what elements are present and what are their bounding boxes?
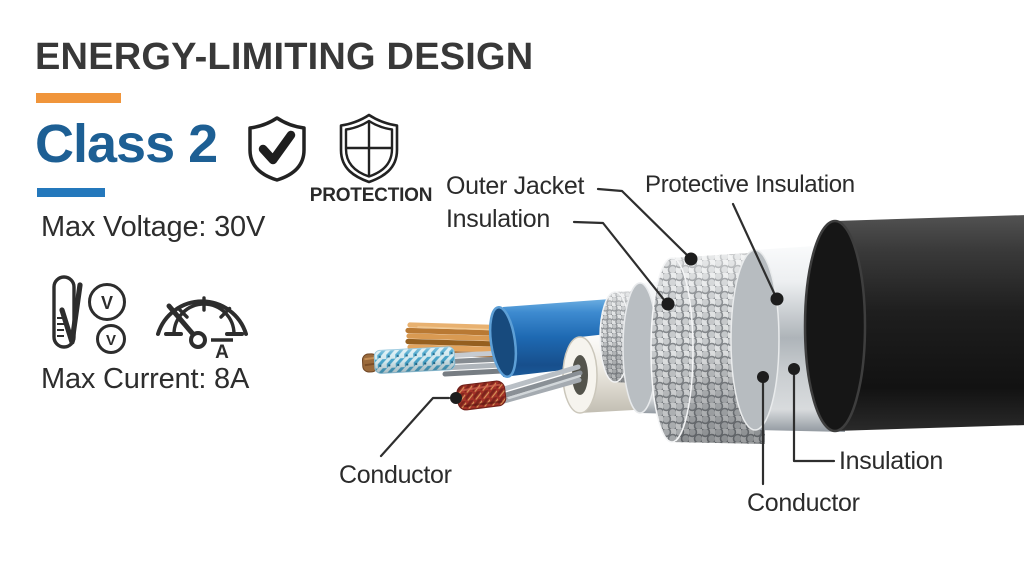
- max-current-text: Max Current: 8A: [41, 363, 250, 395]
- ammeter-letter: A: [215, 342, 229, 360]
- page-title: ENERGY-LIMITING DESIGN: [35, 36, 534, 78]
- thermometer-check-icon: [52, 275, 83, 349]
- label-outer-jacket-line2: Insulation: [446, 205, 551, 233]
- protection-label: PROTECTION: [309, 185, 433, 206]
- max-voltage-text: Max Voltage: 30V: [41, 211, 266, 243]
- shield-cross-icon: [339, 113, 399, 184]
- dot-conductor-right: [757, 371, 769, 383]
- label-conductor-right: Conductor: [747, 489, 860, 517]
- red-conductor: [456, 380, 507, 411]
- cable-cutaway-diagram: [361, 187, 1024, 486]
- label-outer-jacket-line1: Outer Jacket: [446, 172, 585, 200]
- dot-conductor-left: [450, 392, 462, 404]
- dot-outer-jacket: [684, 252, 698, 266]
- shield-check-icon: [248, 116, 306, 182]
- leader-conductor-left: [379, 396, 451, 458]
- voltmeter-icon: V V: [88, 283, 126, 354]
- black-jacket: [803, 215, 1024, 433]
- class-2-label: Class 2: [35, 114, 218, 174]
- ammeter-gauge-icon: A: [156, 296, 248, 360]
- leader-outer-jacket: [596, 187, 690, 258]
- class-2-underline: [37, 188, 105, 197]
- dot-insulation-left: [661, 297, 675, 311]
- label-outer-jacket-insulation: Outer Jacket Insulation: [446, 170, 584, 236]
- leader-insulation-left: [572, 220, 667, 303]
- title-accent-bar: [36, 93, 121, 103]
- voltmeter-letter-small: V: [106, 332, 116, 349]
- tinned-strands-lower: [501, 364, 583, 404]
- dot-protective-insulation: [770, 292, 784, 306]
- label-insulation-right: Insulation: [839, 447, 944, 475]
- leader-protective-insulation: [731, 202, 777, 297]
- dot-insulation-right: [788, 363, 800, 375]
- leader-insulation-right: [792, 371, 836, 463]
- label-conductor-left: Conductor: [339, 461, 452, 489]
- signal-wire: [361, 346, 456, 374]
- label-protective-insulation: Protective Insulation: [645, 171, 855, 198]
- voltmeter-letter-large: V: [101, 293, 113, 313]
